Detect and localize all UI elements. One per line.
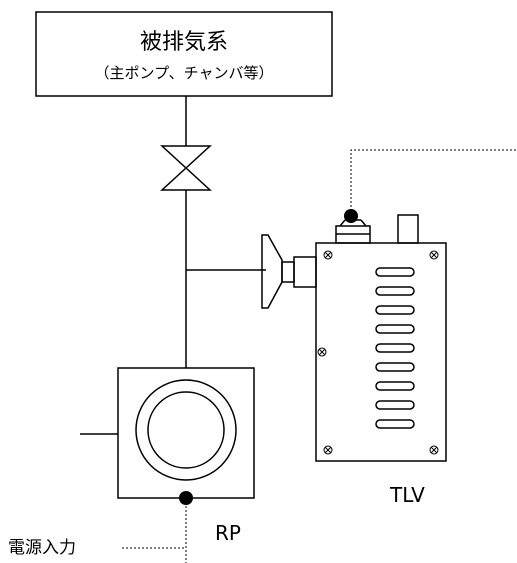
tlv-label: TLV bbox=[390, 483, 425, 507]
rp-connection-dot bbox=[179, 491, 193, 505]
tlv-flange bbox=[261, 234, 317, 309]
tlv-connection-dot bbox=[344, 209, 358, 223]
tlv-connector bbox=[335, 219, 371, 244]
tlv-knob bbox=[397, 214, 419, 244]
power-input-label: 電源入力 bbox=[8, 538, 76, 558]
tlv-screws bbox=[317, 250, 439, 455]
rp-label: RP bbox=[215, 521, 241, 545]
rp-pump bbox=[117, 367, 255, 499]
source-box-subtitle: （主ポンプ、チャンバ等） bbox=[94, 64, 274, 82]
tlv-body bbox=[315, 242, 447, 462]
tlv-signal-line bbox=[350, 149, 517, 215]
valve-symbol bbox=[160, 145, 212, 191]
source-box bbox=[35, 11, 333, 97]
source-box-title: 被排気系 bbox=[139, 30, 228, 55]
tlv-vent-slots bbox=[375, 267, 415, 429]
